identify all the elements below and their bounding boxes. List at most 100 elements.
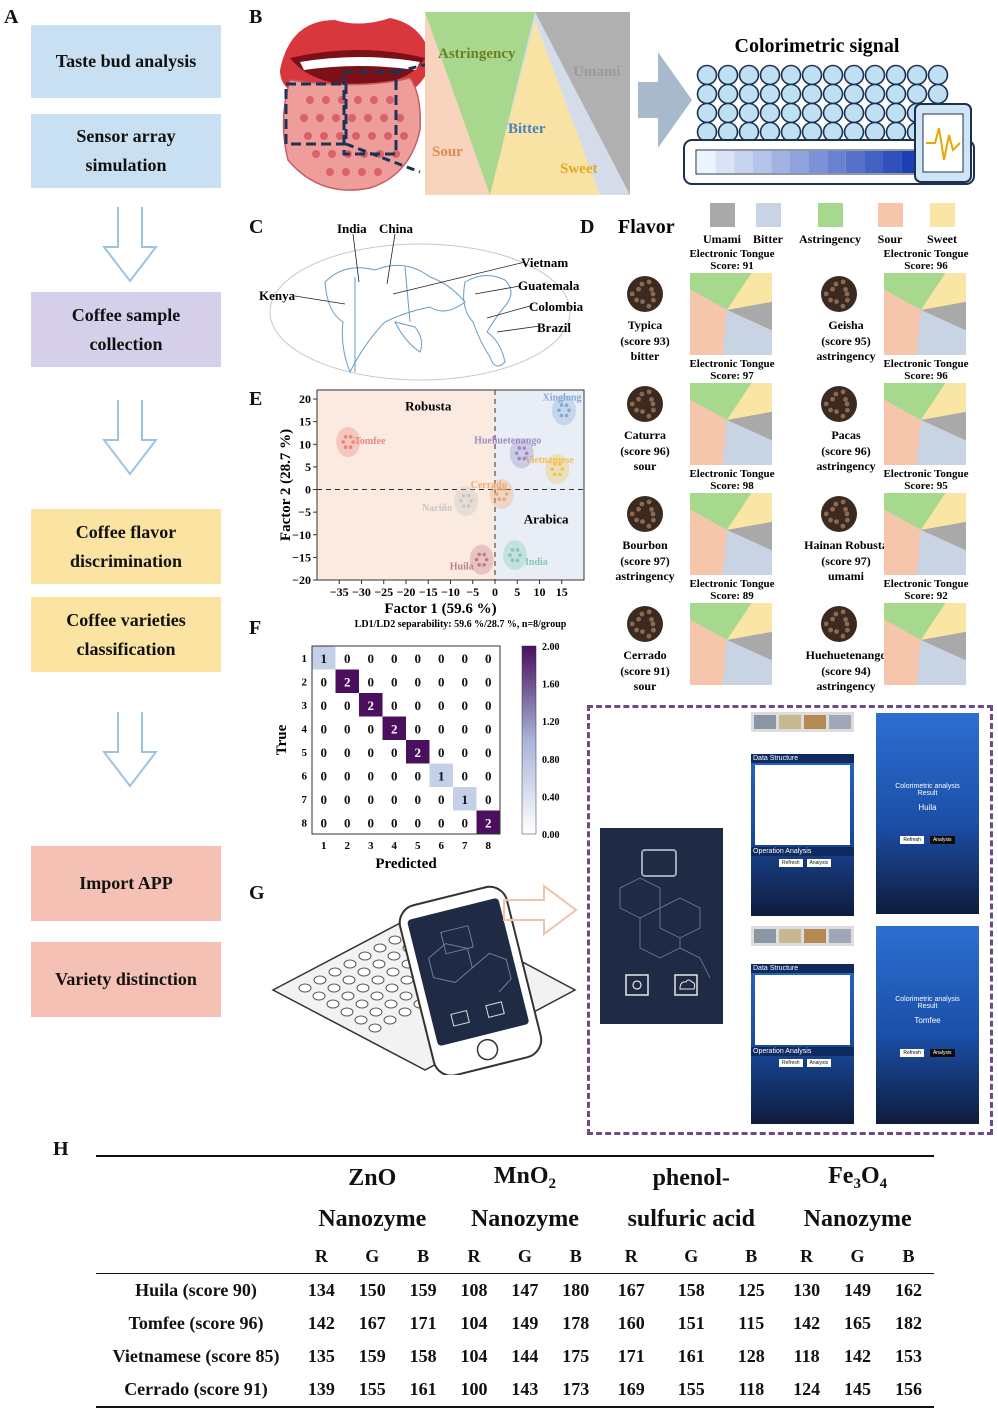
x-tick-label: −25 <box>374 585 393 599</box>
x-tick-label: 15 <box>556 585 568 599</box>
data-point <box>510 558 515 563</box>
matrix-cell-value: 0 <box>391 792 398 807</box>
channel-header: R <box>467 1245 481 1266</box>
table-cell: 150 <box>358 1280 386 1300</box>
sample-score: (score 97) <box>821 554 870 568</box>
sensor-well <box>885 83 907 105</box>
legend-swatch <box>756 203 781 227</box>
sensor-well <box>843 83 865 105</box>
matrix-cell-value: 0 <box>391 674 398 689</box>
matrix-cell <box>312 646 336 670</box>
table-cell: 142 <box>307 1313 335 1333</box>
channel-header: G <box>517 1245 532 1266</box>
sensor-well <box>843 102 865 124</box>
table-cell: 171 <box>617 1346 645 1366</box>
plate-well <box>312 991 326 1001</box>
sensor-well <box>885 64 907 86</box>
matrix-cell-value: 0 <box>415 768 422 783</box>
matrix-cell <box>476 763 500 787</box>
table-cell: 155 <box>358 1379 386 1399</box>
plate-well <box>385 983 399 993</box>
sensor-well <box>696 121 718 143</box>
data-point <box>557 472 562 477</box>
matrix-cell <box>453 810 477 834</box>
table-cell: 115 <box>738 1313 765 1333</box>
matrix-cell <box>406 693 430 717</box>
y-tick-label: −5 <box>298 505 311 519</box>
data-point <box>557 408 561 413</box>
camera-button[interactable] <box>625 974 649 996</box>
country-label-vietnam: Vietnam <box>521 255 568 270</box>
arrow-right-icon <box>638 52 692 148</box>
sensor-well <box>822 83 844 105</box>
analysis-button[interactable]: Analysis <box>929 836 955 844</box>
matrix-cell-value: 0 <box>462 745 469 760</box>
country-label-brazil: Brazil <box>537 320 571 335</box>
matrix-cell-value: 0 <box>368 815 375 830</box>
table-cell: 144 <box>511 1346 539 1366</box>
matrix-cell <box>312 740 336 764</box>
plate-well <box>383 1015 397 1025</box>
row-label: Cerrado (score 91) <box>124 1379 268 1399</box>
channel-header: B <box>745 1245 758 1266</box>
data-point <box>559 403 564 407</box>
matrix-cell <box>382 810 406 834</box>
sample-name: Typica <box>628 318 662 332</box>
sensor-well <box>906 83 928 105</box>
matrix-cell-value: 0 <box>344 815 351 830</box>
colorbar-tick: 0.40 <box>542 792 560 803</box>
x-tick-label: −35 <box>330 585 349 599</box>
sample-flavor: umami <box>828 569 865 583</box>
table-cell: 159 <box>358 1346 386 1366</box>
gradient-cell <box>771 151 790 173</box>
table-cell: 167 <box>617 1280 645 1300</box>
matrix-cell-value: 0 <box>485 745 492 760</box>
plate-well <box>399 991 413 1001</box>
analysis-button[interactable]: Analysis <box>806 859 832 867</box>
matrix-cell <box>453 669 477 693</box>
analysis-button[interactable]: Analysis <box>929 1049 955 1057</box>
et-label: Electronic Tongue <box>689 578 774 590</box>
table-cell: 142 <box>844 1346 872 1366</box>
et-label: Electronic Tongue <box>883 248 968 260</box>
data-point <box>515 558 520 563</box>
table-cell: 143 <box>511 1379 539 1399</box>
sample-flavor: astringency <box>615 569 674 583</box>
sensor-well <box>717 121 739 143</box>
legend-swatch <box>930 203 955 227</box>
taste-sensing-panel: Astringency Umami Bitter Sour Sweet Colo… <box>280 12 975 195</box>
sample-name: Caturra <box>624 428 666 442</box>
channel-header: G <box>850 1245 865 1266</box>
table-cell: 149 <box>511 1313 539 1333</box>
et-score: Score: 98 <box>710 480 754 492</box>
arrow-right-icon <box>503 884 578 936</box>
data-point <box>522 456 526 461</box>
y-tick-label: 15 <box>299 415 311 429</box>
data-point <box>517 456 521 461</box>
sensor-well <box>843 121 865 143</box>
x-tick-label: 10 <box>534 585 546 599</box>
table-cell: 167 <box>358 1313 386 1333</box>
sensor-well <box>759 83 781 105</box>
region-label-arabica: Arabica <box>524 511 569 526</box>
country-label-guatemala: Guatemala <box>518 278 580 293</box>
sample-score: (score 93) <box>620 334 669 348</box>
refresh-button[interactable]: Refresh <box>779 859 803 867</box>
analysis-button[interactable]: Analysis <box>806 1059 832 1067</box>
refresh-button[interactable]: Refresh <box>900 836 924 844</box>
legend-label: Sour <box>878 232 903 246</box>
upload-button[interactable] <box>674 974 698 996</box>
refresh-button[interactable]: Refresh <box>900 1049 924 1057</box>
flow-step-flavor-discrimination: Coffee flavor discrimination <box>31 509 221 584</box>
sensor-well <box>696 83 718 105</box>
matrix-cell <box>382 693 406 717</box>
matrix-cell <box>453 763 477 787</box>
channel-header: G <box>365 1245 380 1266</box>
et-label: Electronic Tongue <box>883 358 968 370</box>
channel-header: R <box>624 1245 638 1266</box>
data-point <box>564 413 569 418</box>
refresh-button[interactable]: Refresh <box>779 1059 803 1067</box>
